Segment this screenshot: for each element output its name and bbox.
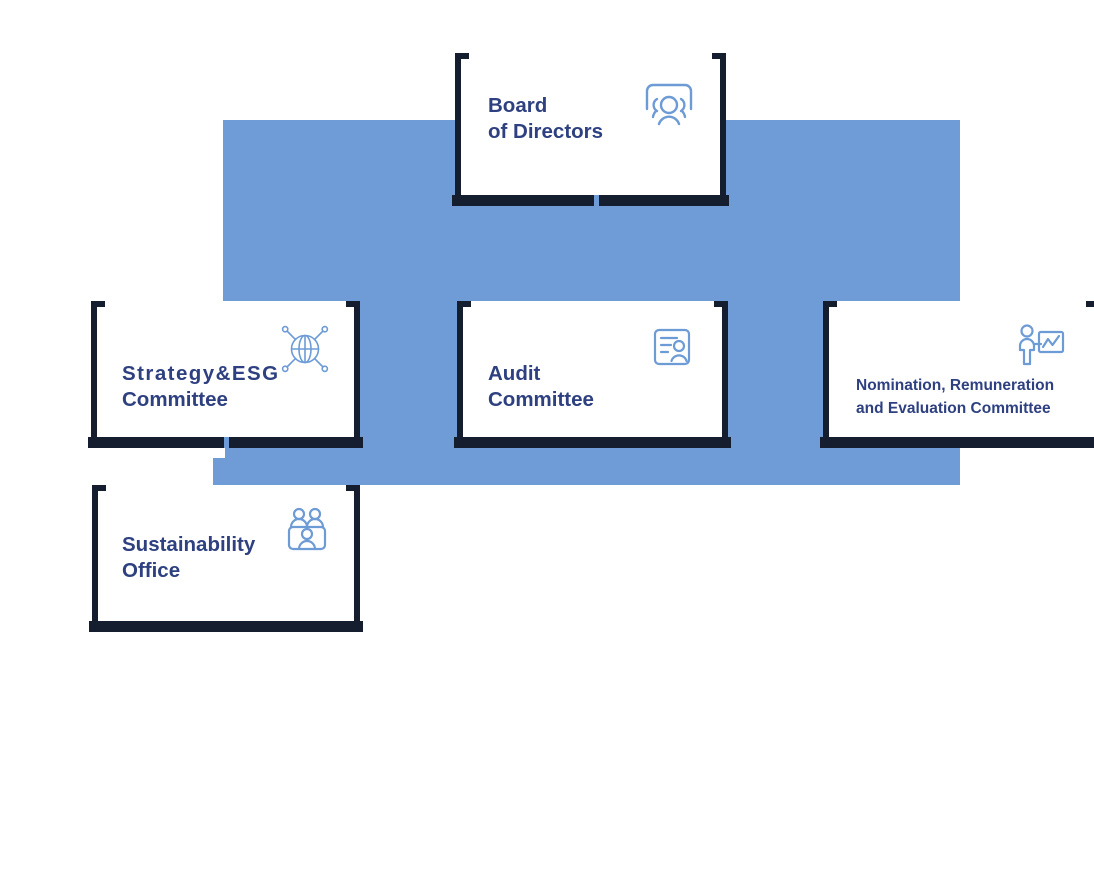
node-strategy-label-line1: Strategy&ESG xyxy=(122,362,280,385)
document-person-icon xyxy=(647,322,697,372)
node-nomination-label-line2: and Evaluation Committee xyxy=(856,400,1051,418)
node-board-label-line2: of Directors xyxy=(488,119,604,143)
connector-notch-down xyxy=(594,195,599,206)
card-corner-tick-top-left xyxy=(455,53,469,59)
card-corner-tick-top-right xyxy=(346,301,360,307)
card-corner-tick-top-right xyxy=(1086,301,1094,307)
card-corner-tick-top-left xyxy=(91,301,105,307)
presenter-chart-board-icon xyxy=(1015,322,1067,372)
node-audit-label-line1: Audit xyxy=(488,362,541,385)
card-edge-bottom xyxy=(452,195,729,206)
card-corner-tick-top-right xyxy=(346,485,360,491)
card-edge-right xyxy=(354,301,360,440)
card-corner-tick-top-left xyxy=(92,485,106,491)
team-group-icon xyxy=(282,506,332,556)
card-edge-right xyxy=(354,485,360,624)
card-edge-left xyxy=(455,53,461,198)
node-nomination-remuneration-evaluation-committee[interactable]: Nomination, Remuneration and Evaluation C… xyxy=(820,301,1094,448)
node-board-label-line1: Board xyxy=(488,94,548,117)
card-corner-tick-top-left xyxy=(457,301,471,307)
node-audit-label-line2: Committee xyxy=(488,387,594,411)
card-edge-left xyxy=(92,485,98,624)
card-edge-bottom xyxy=(89,621,363,632)
card-edge-right xyxy=(720,53,726,198)
node-nomination-label-line1: Nomination, Remuneration xyxy=(856,377,1055,394)
backdrop-panel-step xyxy=(213,458,960,485)
card-edge-left xyxy=(823,301,829,440)
card-edge-left xyxy=(457,301,463,440)
node-nomination-label: Nomination, Remuneration and Evaluation C… xyxy=(856,374,1054,421)
card-corner-tick-top-right xyxy=(712,53,726,59)
card-edge-left xyxy=(91,301,97,440)
card-edge-right xyxy=(722,301,728,440)
group-people-in-frame-icon xyxy=(641,79,697,131)
card-edge-bottom xyxy=(454,437,731,448)
node-strategy-label-line2: Committee xyxy=(122,387,228,411)
connector-notch-down xyxy=(224,437,229,448)
card-corner-tick-top-left xyxy=(823,301,837,307)
node-sustainability-label-line2: Office xyxy=(122,558,181,582)
card-corner-tick-top-right xyxy=(714,301,728,307)
node-sustainability-label-line1: Sustainability xyxy=(122,533,256,556)
globe-network-icon xyxy=(278,322,332,376)
card-edge-bottom xyxy=(820,437,1094,448)
